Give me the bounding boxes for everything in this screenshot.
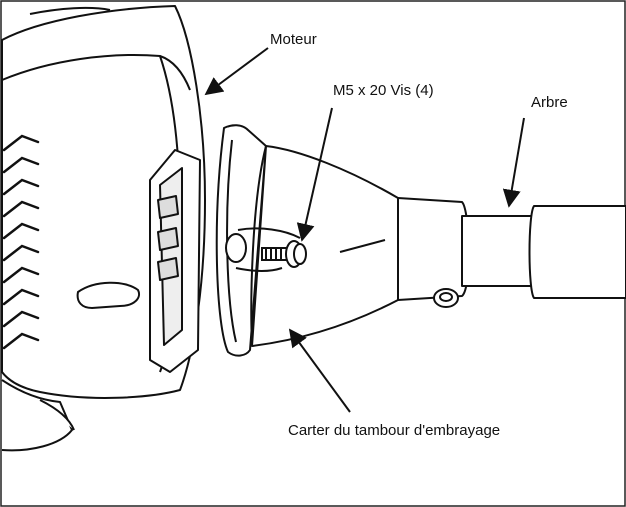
engine-body — [1, 5, 206, 452]
clutch-housing-label: Carter du tambour d'embrayage — [288, 422, 500, 439]
cooling-fins — [2, 134, 40, 350]
shaft-arrow — [502, 117, 525, 208]
shaft-label: Arbre — [531, 94, 568, 111]
motor-label: Moteur — [270, 31, 317, 48]
clutch-housing — [215, 124, 470, 357]
screw-arrow — [296, 107, 333, 242]
drive-shaft — [461, 205, 626, 299]
clutch-housing-arrow — [288, 328, 351, 413]
screw — [261, 240, 307, 268]
motor-arrow — [204, 47, 269, 96]
leader-arrows — [204, 47, 525, 413]
screw-label: M5 x 20 Vis (4) — [333, 82, 434, 99]
